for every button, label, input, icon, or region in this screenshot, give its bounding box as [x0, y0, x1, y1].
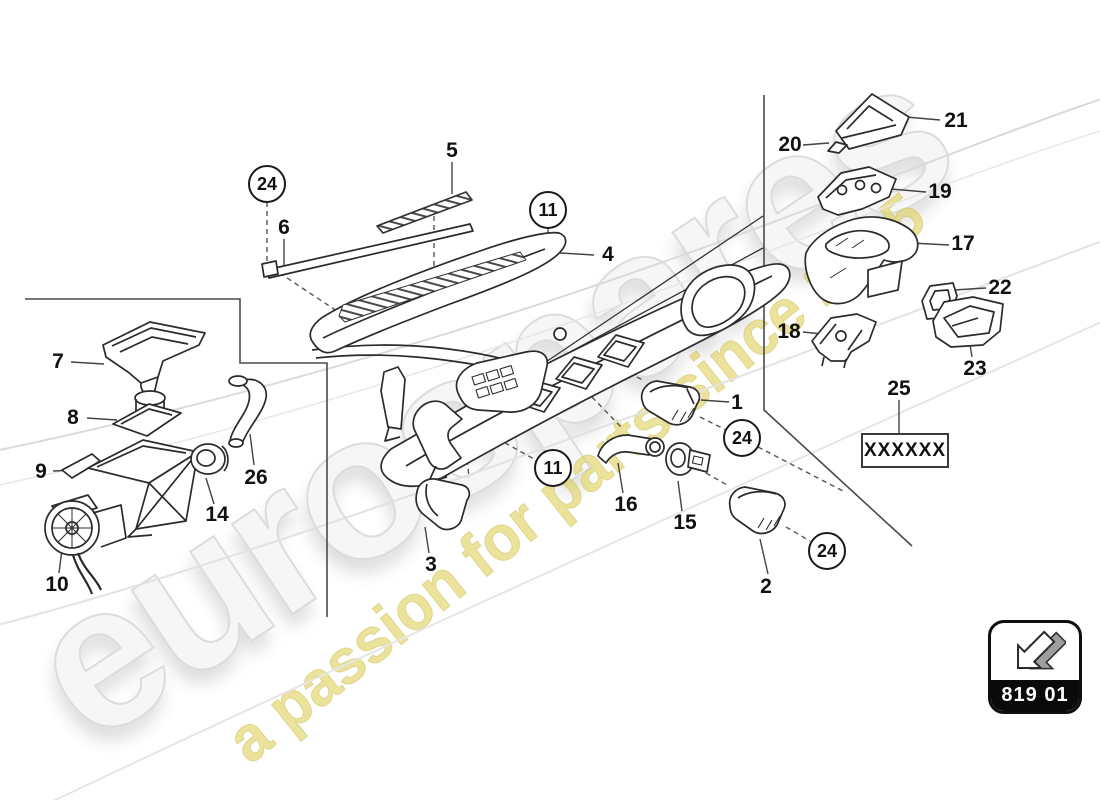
part-label-18: 18 [777, 320, 801, 343]
part-label-19: 19 [928, 180, 952, 203]
part-16-duct [597, 434, 653, 464]
grommet [553, 327, 567, 341]
part-21-trim [835, 93, 910, 150]
part-3-cover [415, 478, 471, 531]
part-label-23: 23 [963, 357, 987, 380]
part-label-6: 6 [278, 216, 290, 239]
part-label-14: 14 [205, 503, 229, 526]
group-border-lines [25, 95, 913, 617]
part-label-2: 2 [760, 575, 772, 598]
part-label-21: 21 [944, 109, 968, 132]
part-label-9: 9 [35, 460, 47, 483]
part-label-16: 16 [614, 493, 638, 516]
page-code-badge: 819 01 [988, 620, 1082, 714]
part-19-plate [817, 166, 897, 216]
swoosh-curves [0, 98, 1100, 800]
part-label-4: 4 [602, 243, 614, 266]
part-23-pocket [932, 296, 1004, 348]
part-26-hose [229, 378, 268, 445]
dashboard-parts-art [44, 93, 1004, 595]
part-label-17: 17 [951, 232, 975, 255]
part-label-5: 5 [446, 139, 458, 162]
part-2-nozzle [728, 486, 786, 535]
part-label-25: 25 [887, 377, 911, 400]
page-code: 819 01 [991, 680, 1079, 711]
part-5-strip [376, 191, 473, 234]
shared-callout-24: 24 [248, 165, 286, 203]
shared-callout-24: 24 [808, 532, 846, 570]
shared-callout-11: 11 [529, 191, 567, 229]
part-number-placeholder: XXXXXX [863, 439, 947, 461]
part-label-1: 1 [731, 391, 743, 414]
part-label-7: 7 [52, 350, 64, 373]
part-7-tray [102, 321, 206, 384]
part-label-8: 8 [67, 406, 79, 429]
part-label-26: 26 [244, 466, 268, 489]
part-number-placeholder-box: XXXXXX [861, 433, 949, 468]
part-20-clip [827, 141, 848, 154]
part-label-10: 10 [45, 573, 69, 596]
back-arrow-icon [991, 623, 1079, 680]
part-label-3: 3 [425, 553, 437, 576]
part-8-flange [112, 403, 182, 437]
part-label-20: 20 [778, 133, 802, 156]
part-18-bracket [811, 313, 877, 362]
shared-callout-24: 24 [723, 419, 761, 457]
shared-callout-11: 11 [534, 449, 572, 487]
part-14-cap [190, 443, 226, 475]
part-label-15: 15 [673, 511, 697, 534]
part-label-22: 22 [988, 276, 1012, 299]
part-1-nozzle [640, 380, 701, 426]
